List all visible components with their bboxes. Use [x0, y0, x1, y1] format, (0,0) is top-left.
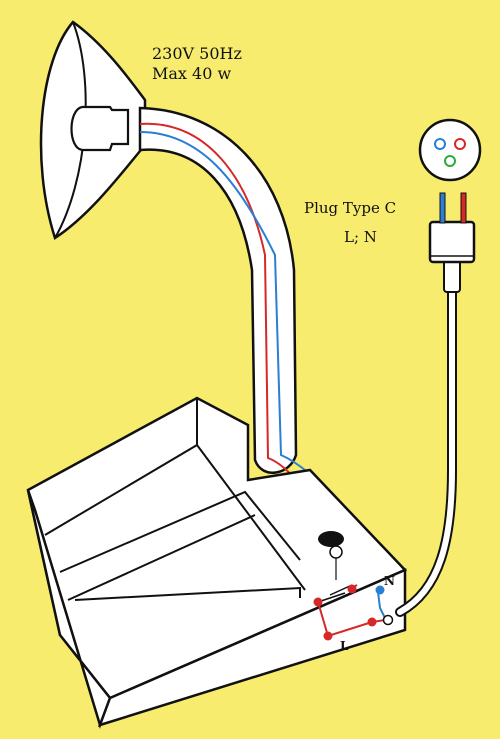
switch-knob: [318, 531, 344, 547]
neutral-label: N: [384, 574, 395, 588]
wall-socket: [418, 118, 482, 182]
plug-type-label: Plug Type C: [304, 199, 397, 217]
lamp-voltage-label: 230V 50Hz: [152, 44, 242, 63]
neutral-terminal: [375, 585, 385, 595]
cable-entry: [382, 614, 394, 626]
compartment-divider-2: [67, 514, 256, 601]
live-terminal-3: [323, 631, 333, 641]
plug-strain-relief: [443, 259, 461, 293]
lamp-specs: 230V 50Hz Max 40 w: [152, 44, 242, 84]
plug-pins-label: L; N: [344, 228, 377, 246]
compartment-front-lip: [74, 586, 301, 601]
compartment-divider: [59, 490, 301, 573]
plug-body: [428, 220, 476, 264]
power-cord: [395, 283, 457, 617]
base-bottom-edge: [34, 509, 101, 726]
socket-hole-red: [454, 138, 466, 150]
live-terminal-2: [347, 584, 357, 594]
base-front-face: [97, 568, 407, 727]
bulb-socket: [70, 105, 130, 152]
live-terminal-1: [313, 597, 323, 607]
socket-hole-green: [444, 155, 456, 167]
lamp-power-label: Max 40 w: [152, 64, 232, 83]
plug-pin-blue: [439, 192, 446, 224]
live-label: L: [340, 639, 349, 653]
gooseneck-arm: [138, 106, 298, 474]
plug-pin-red: [460, 192, 467, 224]
live-terminal-4: [367, 617, 377, 627]
socket-hole-blue: [434, 138, 446, 150]
